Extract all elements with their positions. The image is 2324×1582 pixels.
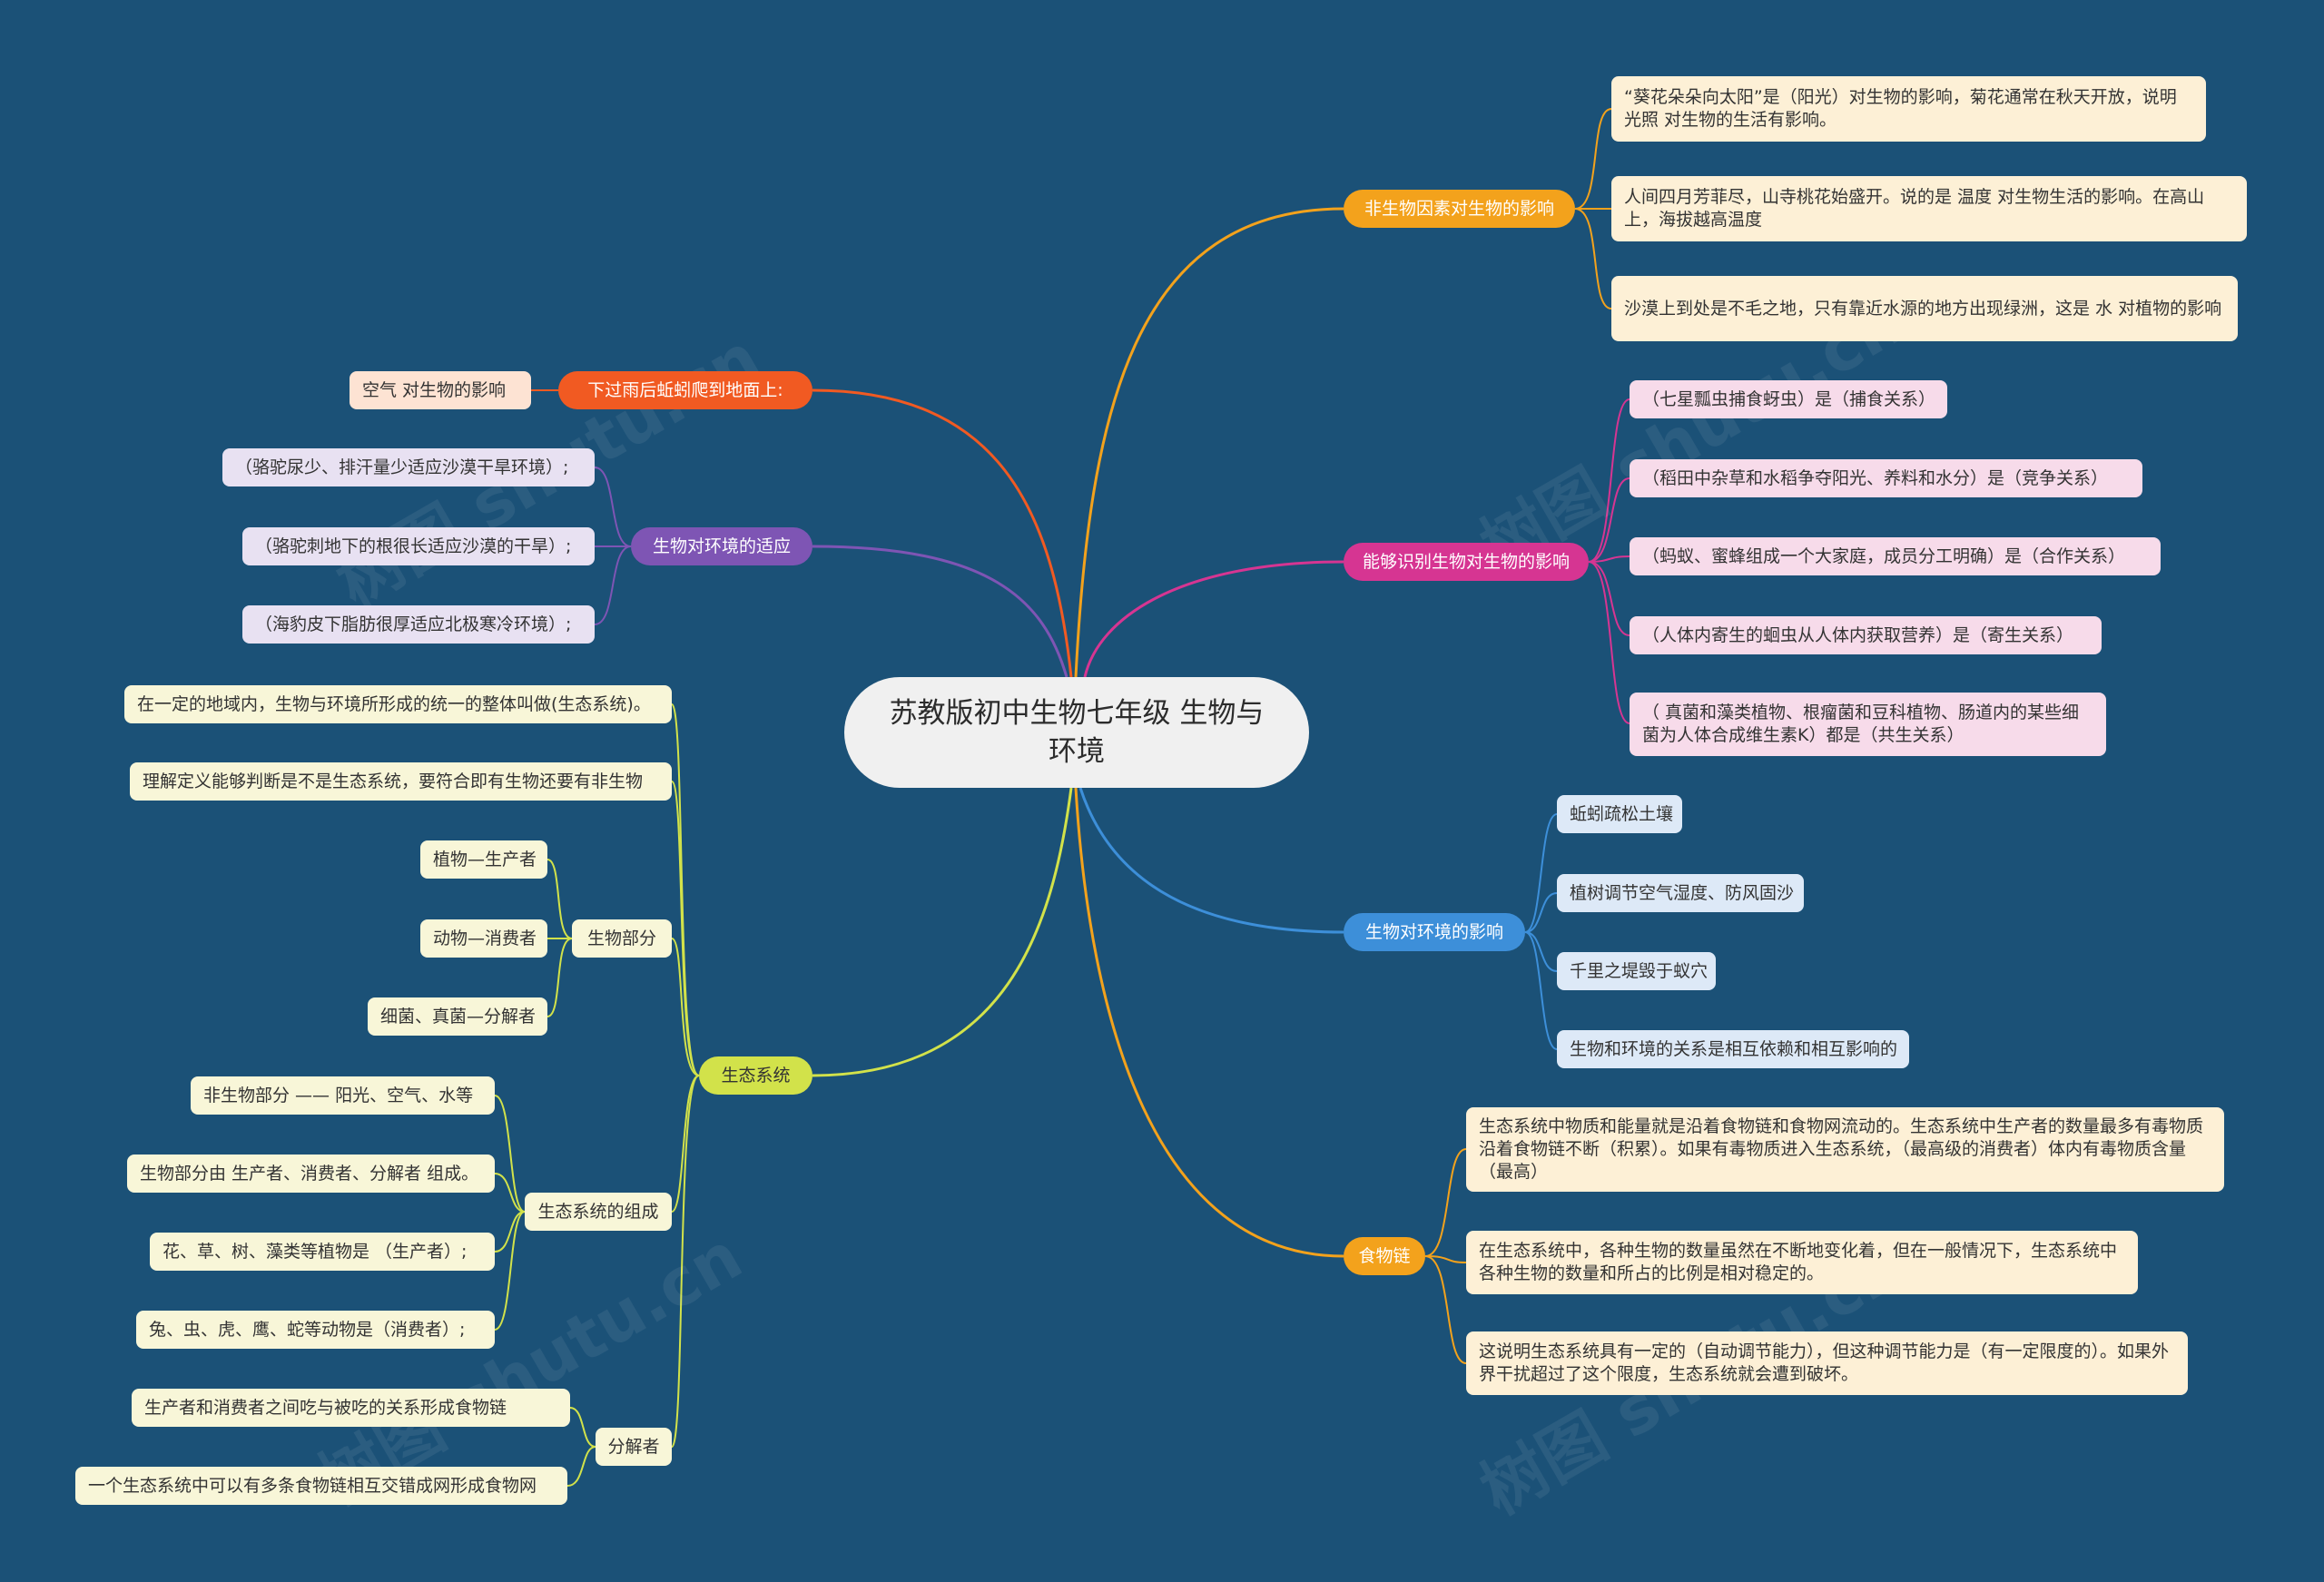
leaf-composition-producers[interactable]: 花、草、树、藻类等植物是 （生产者）; (150, 1233, 495, 1271)
leaf-abiotic-water[interactable]: 沙漠上到处是不毛之地，只有靠近水源的地方出现绿洲，这是 水 对植物的影响 (1611, 276, 2238, 341)
branch-abiotic-factors[interactable]: 非生物因素对生物的影响 (1344, 190, 1575, 228)
branch-adaptation[interactable]: 生物对环境的适应 (631, 527, 812, 565)
leaf-adapt-camelthorn[interactable]: （骆驼刺地下的根很长适应沙漠的干旱）; (242, 527, 595, 565)
leaf-adapt-camel[interactable]: （骆驼尿少、排汗量少适应沙漠干旱环境）; (222, 448, 595, 486)
leaf-abiotic-sunlight[interactable]: “葵花朵朵向太阳”是（阳光）对生物的影响，菊花通常在秋天开放，说明 光照 对生物… (1611, 76, 2206, 142)
leaf-influence-relationship[interactable]: 生物和环境的关系是相互依赖和相互影响的 (1557, 1030, 1909, 1068)
edge-root-ecosystem (812, 787, 1073, 1077)
leaf-foodchain-regulation[interactable]: 这说明生态系统具有一定的（自动调节能力），但这种调节能力是（有一定限度的）。如果… (1466, 1331, 2188, 1395)
leaf-relation-competition[interactable]: （稻田中杂草和水稻争夺阳光、养料和水分）是（竞争关系） (1630, 459, 2142, 497)
edge-root-earthworm (812, 388, 1073, 678)
edge-root-abiotic (1074, 207, 1344, 678)
leaf-ecosystem-understanding[interactable]: 理解定义能够判断是不是生态系统，要符合即有生物还要有非生物 (130, 762, 672, 801)
branch-food-chain[interactable]: 食物链 (1344, 1237, 1425, 1275)
sub-ecosystem-composition[interactable]: 生态系统的组成 (525, 1193, 672, 1231)
leaf-relation-parasitism[interactable]: （人体内寄生的蛔虫从人体内获取营养）是（寄生关系） (1630, 616, 2102, 654)
branch-earthworm[interactable]: 下过雨后蚯蚓爬到地面上: (558, 371, 812, 409)
edge-root-influence (1078, 787, 1344, 934)
branch-biotic-relations[interactable]: 能够识别生物对生物的影响 (1344, 543, 1589, 581)
edge-root-foodchain (1074, 787, 1344, 1258)
edge-root-adapt (812, 545, 1068, 678)
leaf-influence-trees[interactable]: 植树调节空气湿度、防风固沙 (1557, 874, 1804, 912)
leaf-earthworm-air[interactable]: 空气 对生物的影响 (350, 371, 531, 409)
leaf-adapt-seal[interactable]: （海豹皮下脂肪很厚适应北极寒冷环境）; (242, 605, 595, 644)
leaf-bio-plants[interactable]: 植物—生产者 (420, 840, 547, 879)
leaf-relation-symbiosis[interactable]: （ 真菌和藻类植物、根瘤菌和豆科植物、肠道内的某些细菌为人体合成维生素K）都是（… (1630, 693, 2106, 756)
leaf-relation-predation[interactable]: （七星瓢虫捕食蚜虫）是（捕食关系） (1630, 380, 1947, 418)
leaf-influence-earthworm[interactable]: 蚯蚓疏松土壤 (1557, 795, 1682, 833)
sub-decomposer[interactable]: 分解者 (596, 1428, 672, 1466)
leaf-relation-cooperation[interactable]: （蚂蚁、蜜蜂组成一个大家庭，成员分工明确）是（合作关系） (1630, 537, 2161, 575)
leaf-foodchain-accumulation[interactable]: 生态系统中物质和能量就是沿着食物链和食物网流动的。生态系统中生产者的数量最多有毒… (1466, 1107, 2224, 1192)
leaf-decomposer-foodchain[interactable]: 生产者和消费者之间吃与被吃的关系形成食物链 (132, 1389, 570, 1427)
branch-influence-on-environment[interactable]: 生物对环境的影响 (1344, 913, 1525, 951)
leaf-composition-consumers[interactable]: 兔、虫、虎、鹰、蛇等动物是（消费者）; (136, 1311, 495, 1349)
edge-root-relations (1083, 560, 1344, 678)
branch-ecosystem[interactable]: 生态系统 (699, 1056, 812, 1095)
sub-biological-part[interactable]: 生物部分 (572, 919, 672, 958)
root-topic[interactable]: 苏教版初中生物七年级 生物与环境 (844, 677, 1309, 788)
leaf-foodchain-stability[interactable]: 在生态系统中，各种生物的数量虽然在不断地变化着，但在一般情况下，生态系统中各种生… (1466, 1231, 2138, 1294)
leaf-ecosystem-definition[interactable]: 在一定的地域内，生物与环境所形成的统一的整体叫做(生态系统)。 (124, 685, 672, 723)
leaf-composition-abiotic[interactable]: 非生物部分 —— 阳光、空气、水等 (191, 1076, 495, 1115)
leaf-bio-decomposers[interactable]: 细菌、真菌—分解者 (368, 997, 547, 1036)
leaf-bio-animals[interactable]: 动物—消费者 (420, 919, 547, 958)
leaf-abiotic-temperature[interactable]: 人间四月芳菲尽，山寺桃花始盛开。说的是 温度 对生物生活的影响。在高山上，海拔越… (1611, 176, 2247, 241)
leaf-influence-ants[interactable]: 千里之堤毁于蚁穴 (1557, 952, 1716, 990)
leaf-composition-biotic[interactable]: 生物部分由 生产者、消费者、分解者 组成。 (127, 1155, 495, 1193)
leaf-decomposer-foodweb[interactable]: 一个生态系统中可以有多条食物链相互交错成网形成食物网 (75, 1467, 567, 1505)
